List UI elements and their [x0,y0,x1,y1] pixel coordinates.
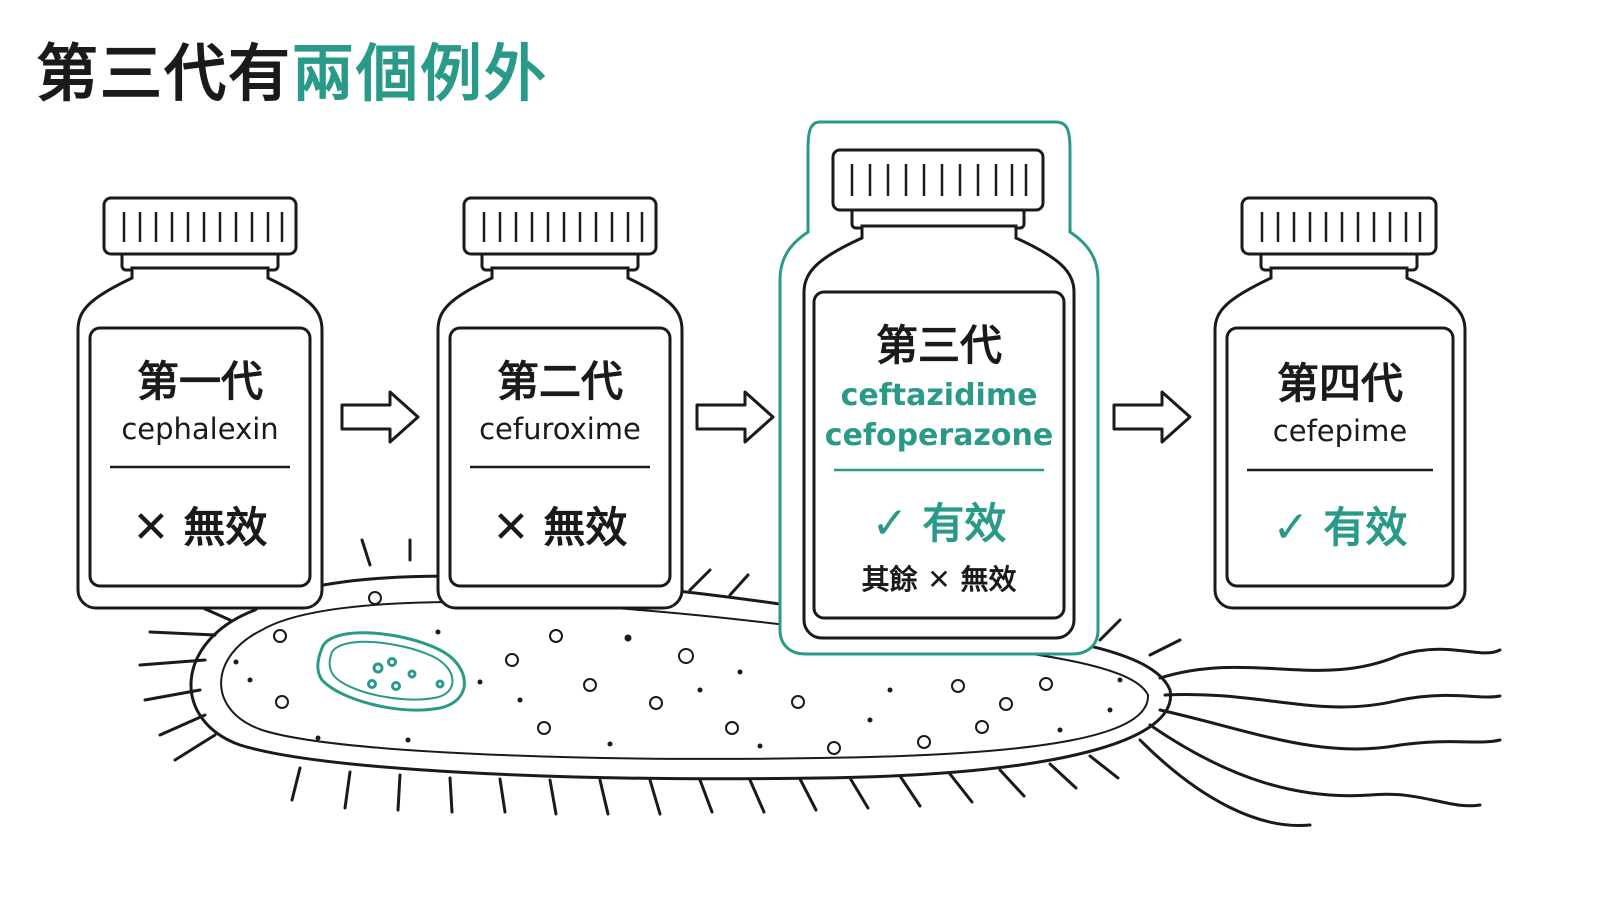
bottle-gen1-verdict-text: 無效 [183,503,268,552]
bottle-gen3-generation: 第三代 [875,321,1002,370]
right-arrow-icon [1112,390,1192,444]
bottle-gen4-verdict: ✓ 有效 [1227,494,1453,555]
bottle-gen3-drug-1: ceftazidime [840,378,1038,413]
bottle-gen3-verdict-text: 有效 [922,499,1007,548]
bottle-gen4-drug: cefepime [1272,414,1408,448]
bottle-gen2-verdict: ✕ 無效 [450,494,670,555]
right-arrow-icon [340,390,420,444]
bottle-gen4-generation: 第四代 [1276,359,1403,408]
title-highlight: 兩個例外 [292,37,549,110]
page-title: 第三代有兩個例外 [36,34,548,114]
check-icon: ✓ [871,498,909,549]
bottle-gen3-verdict: ✓ 有效 [814,490,1064,551]
bottle-gen2-verdict-text: 無效 [543,503,628,552]
bottle-gen1-verdict: ✕ 無效 [90,494,310,555]
bottle-gen2-generation: 第二代 [496,357,623,406]
bottle-gen3 [778,120,1100,656]
check-icon: ✓ [1272,502,1310,553]
bottle-gen3-drug-2: cefoperazone [824,418,1054,453]
cross-icon: ✕ [492,502,530,553]
bottle-gen3-note: 其餘 ✕ 無效 [861,563,1017,596]
bottle-gen2-drug: cefuroxime [479,412,641,446]
cross-icon: ✕ [132,502,170,553]
bottle-gen1 [76,196,324,610]
bottle-gen4-verdict-text: 有效 [1323,503,1408,552]
bottle-gen2 [436,196,684,610]
bottle-gen1-drug: cephalexin [121,412,279,446]
right-arrow-icon [695,390,775,444]
bottle-gen4 [1213,196,1467,610]
title-prefix: 第三代有 [36,37,293,110]
nucleoid-icon [316,631,466,712]
bottle-gen1-generation: 第一代 [136,357,263,406]
